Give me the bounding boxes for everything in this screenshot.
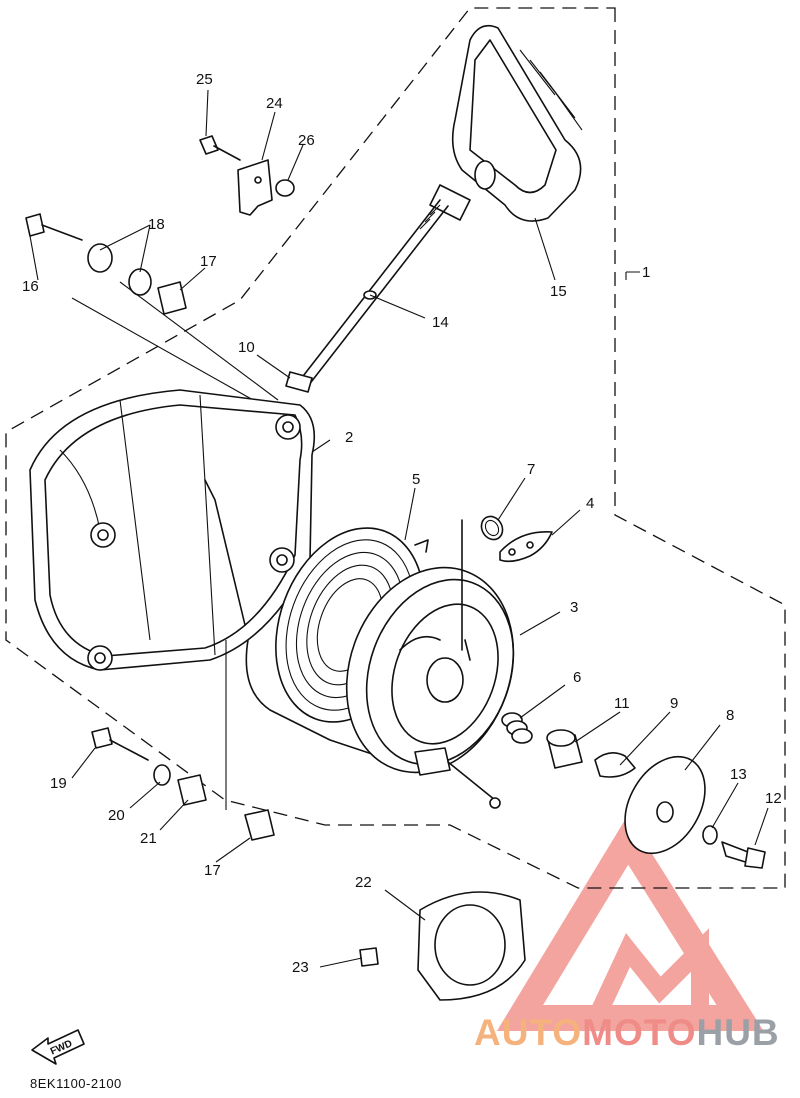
callout-14: 14: [432, 314, 449, 331]
bolt-bushing-group-top: [25, 213, 187, 315]
watermark-part-1: AUTO: [474, 1012, 583, 1053]
callout-4: 4: [586, 495, 594, 512]
callout-3: 3: [570, 599, 578, 616]
recoil-pulley: [345, 566, 515, 809]
callout-11: 11: [614, 695, 630, 712]
washer-and-bolt: [702, 825, 766, 869]
bracket-group: [199, 135, 295, 216]
callout-21: 21: [140, 830, 157, 847]
callout-19: 19: [50, 775, 67, 792]
callout-13: 13: [730, 766, 747, 783]
callout-1: 1: [642, 264, 650, 281]
callout-8: 8: [726, 707, 734, 724]
cover-plate: [359, 891, 526, 1001]
fwd-arrow: FWD: [31, 1029, 85, 1065]
callout-7: 7: [527, 461, 535, 478]
callout-22: 22: [355, 874, 372, 891]
callout-2: 2: [345, 429, 353, 446]
ratchet-pawl: [499, 531, 553, 563]
pawl-spring: [461, 515, 504, 651]
callout-20: 20: [108, 807, 125, 824]
callout-18: 18: [148, 216, 165, 233]
coil-spring: [501, 712, 533, 744]
callout-16: 16: [22, 278, 39, 295]
callout-15: 15: [550, 283, 567, 300]
callout-9: 9: [670, 695, 678, 712]
assembly-boundary-dashed: [5, 7, 786, 889]
friction-plate: [594, 752, 636, 778]
callout-5: 5: [412, 471, 420, 488]
callout-10: 10: [238, 339, 255, 356]
callout-23: 23: [292, 959, 309, 976]
drawing-code: 8EK1100-2100: [30, 1076, 122, 1091]
callout-17-bottom: 17: [204, 862, 221, 879]
starter-handle: [429, 24, 583, 222]
collar: [546, 729, 583, 769]
watermark-part-3: HUB: [696, 1012, 780, 1053]
drive-plate: [624, 755, 706, 855]
starter-rope: [299, 199, 449, 387]
callout-25: 25: [196, 71, 213, 88]
bolt-bushing-group-bottom: [91, 727, 275, 841]
callout-12: 12: [765, 790, 782, 807]
watermark-logo: [496, 815, 764, 1031]
starter-housing: [29, 389, 316, 671]
callout-24: 24: [266, 95, 283, 112]
watermark-part-2: MOTO: [582, 1012, 697, 1053]
callout-26: 26: [298, 132, 315, 149]
callout-labels: 1 2 3 4 5 6 7 8 9 10 11 12 13 14 15 16 1…: [22, 71, 782, 976]
callout-6: 6: [573, 669, 581, 686]
rope-guide: [285, 371, 313, 393]
watermark-text: AUTOMOTOHUB: [474, 1012, 780, 1054]
leader-lines: [29, 89, 769, 968]
callout-17-top: 17: [200, 253, 217, 270]
